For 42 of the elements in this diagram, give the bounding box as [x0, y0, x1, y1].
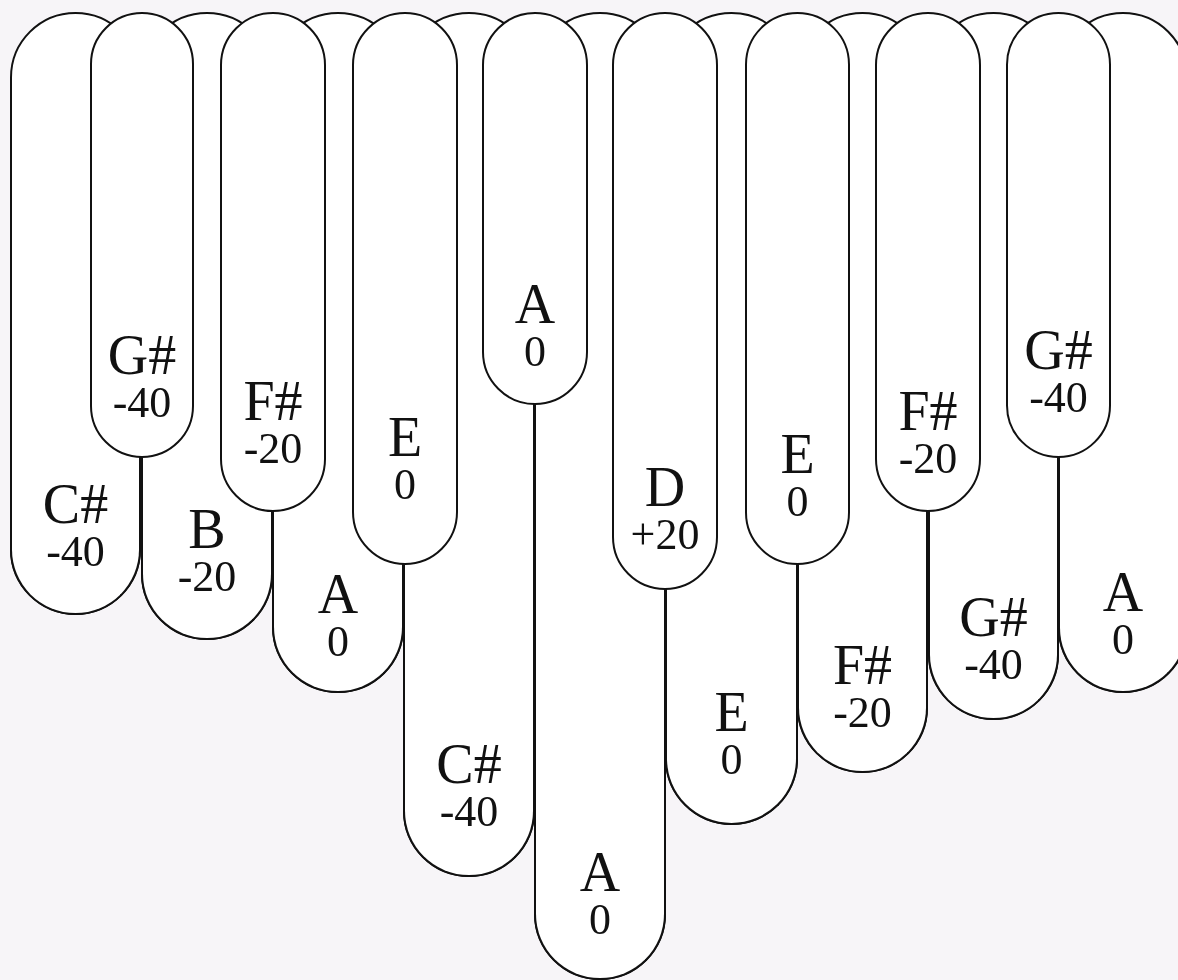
cents-offset: -20 [177, 554, 237, 600]
note-name: G# [959, 592, 1028, 642]
note-name: D [644, 462, 686, 512]
cents-offset: -40 [439, 789, 499, 835]
note-name: F# [243, 376, 303, 426]
cents-offset: -40 [964, 642, 1023, 688]
note-name: B [188, 504, 226, 554]
note-name: G# [107, 330, 177, 380]
cents-offset: 0 [589, 897, 611, 943]
cents-offset: 0 [524, 329, 546, 375]
tine-key [875, 12, 981, 512]
tine-key [1006, 12, 1111, 458]
note-name: G# [1024, 325, 1093, 375]
cents-offset: -20 [833, 690, 892, 736]
cents-offset: 0 [327, 619, 349, 665]
cents-offset: -40 [1029, 375, 1088, 421]
cents-offset: -20 [898, 436, 958, 482]
cents-offset: -20 [243, 426, 303, 472]
tine-key [482, 12, 588, 405]
note-name: F# [832, 640, 893, 690]
note-name: C# [436, 739, 502, 789]
note-name: A [514, 279, 556, 329]
cents-offset: -40 [46, 529, 105, 575]
cents-offset: -40 [112, 380, 172, 426]
note-name: E [780, 429, 815, 479]
tine-key [220, 12, 326, 512]
cents-offset: 0 [786, 479, 809, 525]
note-name: A [1102, 567, 1144, 617]
tine-key [90, 12, 194, 458]
tine-key [745, 12, 850, 565]
note-name: E [714, 687, 749, 737]
note-name: A [579, 847, 621, 897]
cents-offset: 0 [1112, 617, 1134, 663]
note-name: A [317, 569, 359, 619]
note-name: F# [898, 386, 958, 436]
cents-offset: 0 [394, 462, 416, 508]
cents-offset: +20 [630, 512, 700, 558]
tine-key [612, 12, 718, 590]
cents-offset: 0 [720, 737, 743, 783]
note-name: E [387, 412, 423, 462]
note-name: C# [42, 479, 109, 529]
tine-key [352, 12, 458, 565]
